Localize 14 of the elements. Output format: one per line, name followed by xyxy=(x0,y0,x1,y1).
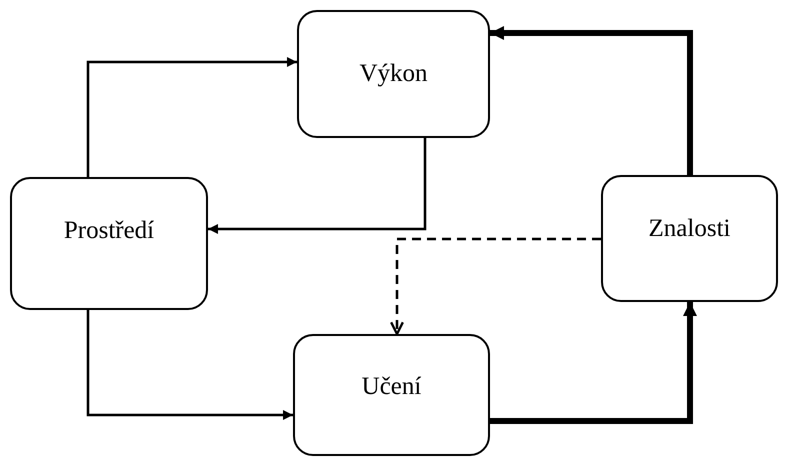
arrow xyxy=(490,26,693,175)
process-box xyxy=(297,10,490,138)
arrow xyxy=(390,238,601,336)
arrow xyxy=(208,138,426,234)
box-label: Výkon xyxy=(358,60,429,88)
box-label: Znalosti xyxy=(648,215,732,243)
process-box xyxy=(10,177,208,310)
box-label: Učení xyxy=(360,373,422,401)
arrow xyxy=(490,302,697,424)
process-box xyxy=(293,334,490,456)
box-label: Prostředí xyxy=(62,217,156,245)
process-box xyxy=(601,175,778,302)
arrow xyxy=(86,310,293,420)
arrow xyxy=(86,57,297,177)
